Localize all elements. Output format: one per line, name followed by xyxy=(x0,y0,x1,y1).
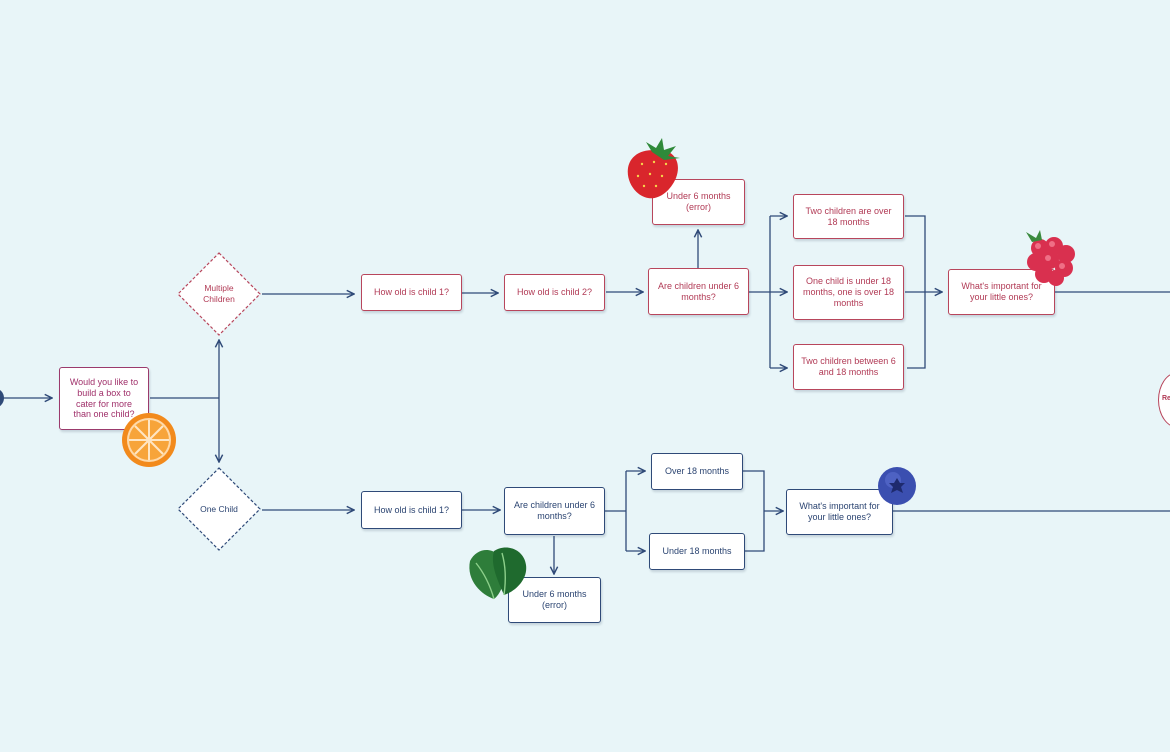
single-error-text: Under 6 months (error) xyxy=(522,589,587,610)
multi-option-between-text: Two children between 6 and 18 months xyxy=(801,356,896,377)
decision-one-child[interactable]: One Child xyxy=(177,467,261,551)
entry-node xyxy=(0,390,4,406)
spinach-leaf-icon xyxy=(469,547,527,600)
multi-under6-text: Are children under 6 months? xyxy=(657,280,740,302)
multi-important-text: What's important for your little ones? xyxy=(961,281,1042,302)
single-under6-text: Are children under 6 months? xyxy=(513,500,596,521)
multi-child2-question[interactable]: How old is child 2? xyxy=(504,274,605,311)
multi-option-between[interactable]: Two children between 6 and 18 months xyxy=(793,344,904,390)
single-child1-text: How old is child 1? xyxy=(373,504,450,515)
multi-under6-question[interactable]: Are children under 6 months? xyxy=(648,268,749,315)
single-important-node[interactable]: What's important for your little ones? xyxy=(786,489,893,535)
result-node-label: Re xyxy=(1162,395,1170,402)
multi-error-text: Under 6 months (error) xyxy=(666,191,731,212)
diamond-shape xyxy=(177,252,261,336)
single-option-over18[interactable]: Over 18 months xyxy=(651,453,743,490)
multi-option-over18[interactable]: Two children are over 18 months xyxy=(793,194,904,239)
single-option-over18-text: Over 18 months xyxy=(664,466,730,477)
single-option-under18-text: Under 18 months xyxy=(662,546,732,557)
single-option-under18[interactable]: Under 18 months xyxy=(649,533,745,570)
single-child1-question[interactable]: How old is child 1? xyxy=(361,491,462,529)
blueberry-icon xyxy=(878,467,916,505)
multi-child2-text: How old is child 2? xyxy=(516,287,593,298)
single-important-text: What's important for your little ones? xyxy=(799,501,880,522)
multi-option-mixed-text: One child is under 18 months, one is ove… xyxy=(802,276,895,308)
strawberry-icon xyxy=(627,138,680,199)
decision-multiple-children[interactable]: Multiple Children xyxy=(177,252,261,336)
decision-one-child-label: One Child xyxy=(200,503,238,514)
orange-slice-icon xyxy=(122,413,176,467)
multi-option-over18-text: Two children are over 18 months xyxy=(805,205,892,227)
connector-single-merge xyxy=(743,470,765,552)
multi-child1-question[interactable]: How old is child 1? xyxy=(361,274,462,311)
diamond-shape xyxy=(177,467,261,551)
decision-multiple-label: Multiple Children xyxy=(203,283,235,304)
single-under6-question[interactable]: Are children under 6 months? xyxy=(504,487,605,535)
multi-option-mixed[interactable]: One child is under 18 months, one is ove… xyxy=(793,265,904,320)
single-error-node[interactable]: Under 6 months (error) xyxy=(508,577,601,623)
multi-child1-text: How old is child 1? xyxy=(373,287,450,298)
raspberry-icon xyxy=(1026,230,1075,286)
start-question-text: Would you like to build a box to cater f… xyxy=(69,376,139,420)
